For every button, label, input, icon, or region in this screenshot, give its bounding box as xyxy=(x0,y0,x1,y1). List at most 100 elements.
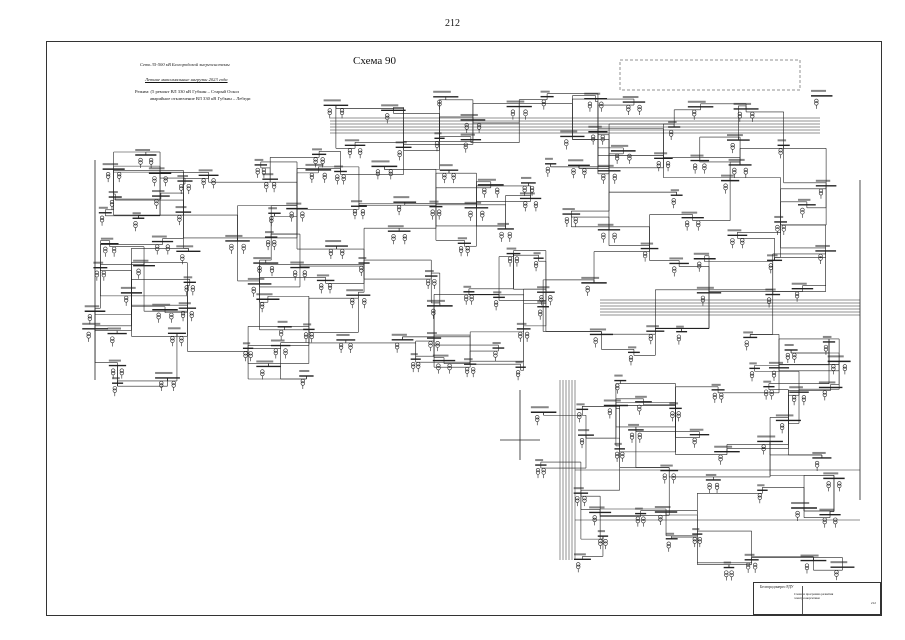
transformer-symbol xyxy=(671,475,676,481)
transformer-symbol xyxy=(431,311,436,316)
substation-label xyxy=(791,282,807,285)
substation-label xyxy=(545,157,553,160)
transformer-symbol xyxy=(341,176,346,182)
transformer-symbol xyxy=(579,438,585,443)
transformer-symbol xyxy=(676,411,681,416)
transformer-symbol xyxy=(743,170,748,175)
transformer-symbol xyxy=(435,343,440,348)
transformer-symbol xyxy=(458,246,464,251)
transformer-symbol xyxy=(447,366,452,371)
transformer-symbol xyxy=(495,190,500,195)
transformer-symbol xyxy=(402,234,407,239)
transformer-symbol xyxy=(818,256,823,261)
substation-label xyxy=(654,152,668,155)
substation-label xyxy=(628,346,637,349)
transformer-symbol xyxy=(99,215,105,220)
substation-label xyxy=(434,132,442,135)
transformer-symbol xyxy=(692,112,697,117)
substation-label xyxy=(135,148,151,151)
transformer-symbol xyxy=(362,300,367,305)
transformer-symbol xyxy=(564,141,569,147)
substation-label xyxy=(670,189,680,192)
transformer-symbol xyxy=(785,355,790,360)
transformer-symbol xyxy=(592,515,597,520)
transformer-symbol xyxy=(124,298,129,303)
transformer-symbol xyxy=(464,125,469,130)
transformer-symbol xyxy=(265,242,271,247)
transformer-symbol xyxy=(603,541,608,546)
substation-label xyxy=(775,414,794,417)
transformer-symbol xyxy=(395,345,400,350)
transformer-symbol xyxy=(656,161,661,166)
transformer-symbol xyxy=(480,213,485,218)
transformer-symbol xyxy=(804,563,810,568)
transformer-symbol xyxy=(273,350,278,356)
transformer-symbol xyxy=(388,171,393,176)
substation-label xyxy=(82,322,101,325)
transformer-symbol xyxy=(571,168,576,173)
substation-label xyxy=(535,459,544,462)
substation-label xyxy=(574,553,586,556)
transformer-symbol xyxy=(538,309,543,314)
transformer-symbol xyxy=(529,185,535,191)
transformer-symbol xyxy=(510,111,516,117)
transformer-symbol xyxy=(430,212,435,217)
transformer-symbol xyxy=(837,481,842,486)
transformer-symbol xyxy=(375,171,381,176)
substation-label xyxy=(175,206,187,209)
substation-label xyxy=(286,202,302,205)
transformer-symbol xyxy=(338,345,344,350)
transformer-symbol xyxy=(822,520,827,525)
transformer-symbol xyxy=(744,342,749,348)
transformer-symbol xyxy=(665,163,671,168)
transformer-symbol xyxy=(672,268,677,274)
transformer-symbol xyxy=(251,286,256,292)
substation-label xyxy=(464,201,482,204)
substation-label xyxy=(669,402,679,405)
substation-label xyxy=(254,158,264,161)
substation-label xyxy=(93,261,104,264)
transformer-symbol xyxy=(764,389,769,394)
substation-label xyxy=(464,358,473,361)
substation-label xyxy=(668,121,677,124)
transformer-symbol xyxy=(753,565,758,570)
transformer-symbol xyxy=(764,392,769,397)
transformer-symbol xyxy=(177,217,182,222)
transformer-symbol xyxy=(471,367,476,372)
transformer-symbol xyxy=(269,268,275,273)
transformer-symbol xyxy=(523,203,528,208)
transformer-symbol xyxy=(289,211,294,216)
transformer-symbol xyxy=(723,183,728,188)
transformer-symbol xyxy=(746,565,751,570)
transformer-symbol xyxy=(612,173,617,178)
transformer-symbol xyxy=(251,289,256,294)
transformer-symbol xyxy=(627,153,632,158)
transformer-symbol xyxy=(155,246,160,252)
transformer-symbol xyxy=(468,213,473,218)
transformer-symbol xyxy=(248,353,253,358)
transformer-symbol xyxy=(637,407,642,412)
transformer-symbol xyxy=(359,268,364,273)
substation-label xyxy=(660,464,673,467)
transformer-symbol xyxy=(300,214,305,219)
transformer-symbol xyxy=(627,156,632,161)
transformer-symbol xyxy=(303,332,309,337)
substation-label xyxy=(242,342,251,345)
transformer-symbol xyxy=(110,336,115,341)
transformer-symbol xyxy=(794,294,800,299)
substation-label xyxy=(439,164,453,167)
transformer-symbol xyxy=(319,283,324,288)
transformer-symbol xyxy=(375,169,381,174)
substation-label xyxy=(133,259,149,262)
substation-label xyxy=(589,328,607,331)
transformer-symbol xyxy=(522,188,527,193)
transformer-symbol xyxy=(744,340,749,345)
transformer-symbol xyxy=(612,232,617,237)
substation-label xyxy=(581,276,600,279)
substation-label xyxy=(815,179,831,182)
substation-label xyxy=(100,237,114,240)
transformer-symbol xyxy=(272,240,277,245)
transformer-symbol xyxy=(814,98,819,103)
transformer-symbol xyxy=(778,150,783,155)
transformer-symbol xyxy=(615,156,620,161)
